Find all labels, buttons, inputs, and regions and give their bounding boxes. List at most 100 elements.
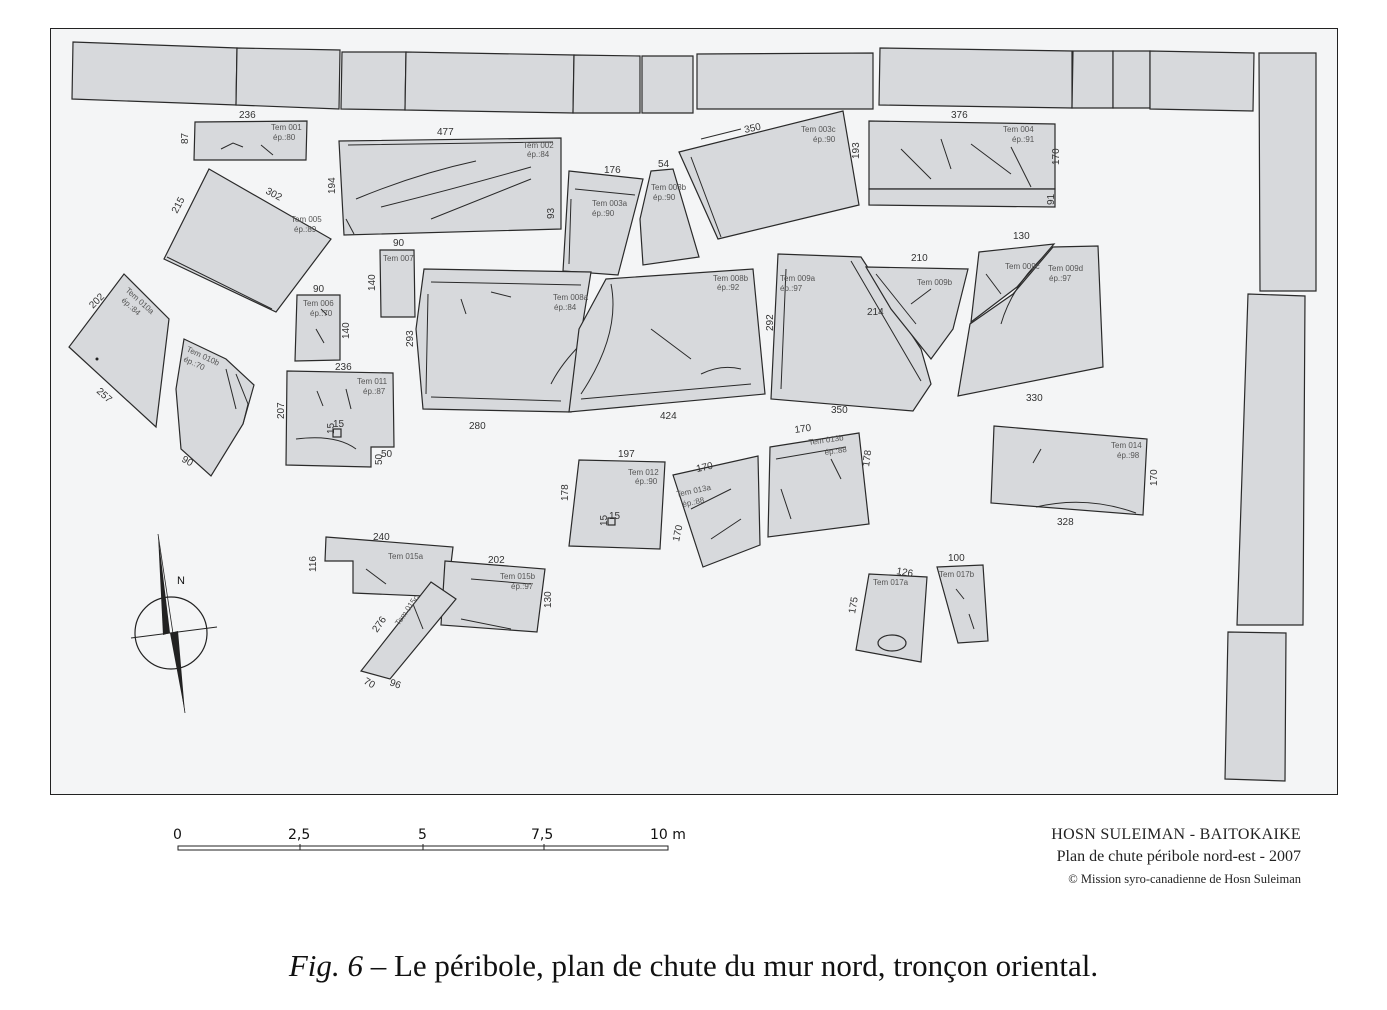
block-label: Tem 001 <box>271 123 302 132</box>
dimension: 276 <box>370 614 389 634</box>
fallen-blocks <box>68 110 1148 680</box>
dimension: 130 <box>543 591 554 608</box>
block-label: Tem 011 <box>357 377 388 386</box>
block-label: Tem 002 <box>523 141 554 150</box>
figure-number: 6 <box>347 948 363 983</box>
dimension: 50 <box>381 449 393 460</box>
north-arrow: N <box>130 533 218 714</box>
dimension: 197 <box>618 449 635 460</box>
dimension: 178 <box>560 484 571 501</box>
block-label: Tem 006 <box>303 299 334 308</box>
north-wall-course <box>71 41 1255 114</box>
east-wall-course <box>1224 52 1317 782</box>
dimension: 170 <box>1051 148 1062 165</box>
scale-bar: 0 2,5 5 7,5 10 m <box>173 827 686 851</box>
dimension: 90 <box>180 454 196 469</box>
block-label: Tem 008b <box>713 274 749 283</box>
scale-tick-label: 0 <box>173 827 182 843</box>
block-label: Tem 003c <box>801 125 836 134</box>
dimension: 280 <box>469 421 486 432</box>
figure-caption: Fig. 6 – Le péribole, plan de chute du m… <box>288 948 1099 983</box>
block-thickness: ép.:84 <box>527 150 550 159</box>
block-label: Tem 009a <box>780 274 816 283</box>
block-label: Tem 015b <box>500 572 536 581</box>
dimension: 293 <box>405 330 416 347</box>
dimension: 176 <box>604 165 621 176</box>
block-label: Tem 008a <box>553 293 589 302</box>
scale-tick-label: 7,5 <box>531 827 553 843</box>
plan-title: Plan de chute péribole nord-est - 2007 <box>1056 848 1301 865</box>
dimension: 376 <box>951 110 968 121</box>
block-thickness: ép.:98 <box>1117 451 1140 460</box>
block-thickness: ép.:88 <box>824 445 848 457</box>
dimension: 292 <box>765 314 776 331</box>
block-label: Tem 017b <box>939 570 975 579</box>
dimension: 100 <box>948 553 965 564</box>
block-label: Tem 012 <box>628 468 659 477</box>
dimension: 236 <box>239 110 256 121</box>
block-label: Tem 003b <box>651 183 687 192</box>
fall-plan-drawing: Tem 001 ép.:80 Tem 002 ép.:84 Tem 003a é… <box>68 41 1317 782</box>
block-thickness: ép.:80 <box>273 133 296 142</box>
figure-abbrev: Fig <box>288 948 332 983</box>
dimension: 140 <box>341 322 352 339</box>
caption-text: – Le péribole, plan de chute du mur nord… <box>370 948 1099 983</box>
scale-tick-label: 5 <box>418 827 427 843</box>
dimension: 170 <box>794 423 812 436</box>
block-thickness: ép.:97 <box>780 284 803 293</box>
dimension: 90 <box>313 284 325 295</box>
dimension: 175 <box>847 596 861 615</box>
dimension: 302 <box>264 186 284 204</box>
dimension: 328 <box>1057 517 1074 528</box>
north-label: N <box>177 575 185 587</box>
block-label: Tem 005 <box>291 215 322 224</box>
dimension: 330 <box>1026 393 1043 404</box>
dimension: 170 <box>1149 469 1160 486</box>
site-name: HOSN SULEIMAN - BAITOKAIKE <box>1051 826 1301 843</box>
block-thickness: ép.:87 <box>363 387 386 396</box>
block-label: Tem 009c <box>1005 262 1040 271</box>
block-thickness: ép.:91 <box>1012 135 1035 144</box>
dimension: 207 <box>276 402 287 419</box>
dimension: 350 <box>743 122 762 136</box>
block-thickness: ép.:90 <box>813 135 836 144</box>
dimension: 50 <box>374 453 385 465</box>
dimension: 91 <box>1046 193 1057 205</box>
dimension: 54 <box>658 159 670 170</box>
scale-tick-label: 10 m <box>650 827 686 843</box>
plan-frame: Tem 001 ép.:80 Tem 002 ép.:84 Tem 003a é… <box>50 28 1338 795</box>
dimension: 15 <box>333 419 345 430</box>
block-thickness: ép.:90 <box>592 209 615 218</box>
dimension: 116 <box>308 556 319 572</box>
copyright-notice: © Mission syro-canadienne de Hosn Suleim… <box>1068 872 1301 886</box>
plan-credit: HOSN SULEIMAN - BAITOKAIKE Plan de chute… <box>1051 824 1301 890</box>
dimension: 87 <box>180 132 191 144</box>
block-thickness: ép.:90 <box>635 477 658 486</box>
dimension: 170 <box>695 461 714 475</box>
dimension: 236 <box>335 362 352 373</box>
block-label: Tem 014 <box>1111 441 1142 450</box>
block-thickness: ép.:97 <box>511 582 534 591</box>
block-label: Tem 009b <box>917 278 953 287</box>
block-thickness: ép.:84 <box>554 303 577 312</box>
dimension: 240 <box>373 532 390 543</box>
block-label: Tem 015a <box>388 552 424 561</box>
dimension: 193 <box>851 142 862 159</box>
dimension: 214 <box>867 307 884 318</box>
dimension: 140 <box>367 274 378 291</box>
block-thickness: ép.:90 <box>653 193 676 202</box>
dimension: 424 <box>660 411 677 422</box>
block-thickness: ép.:89 <box>294 225 317 234</box>
dimension: 194 <box>327 177 338 194</box>
dimension: 70 <box>362 676 378 691</box>
dimension: 215 <box>170 195 188 215</box>
dimension: 170 <box>671 524 685 543</box>
dimension: 90 <box>393 238 405 249</box>
dimension: 350 <box>831 405 848 416</box>
dimension: 477 <box>437 127 454 138</box>
block-label: Tem 003a <box>592 199 628 208</box>
block-label: Tem 009d <box>1048 264 1083 273</box>
dimension: 15 <box>599 514 610 526</box>
dimension: 126 <box>895 566 914 580</box>
dimension: 15 <box>609 511 621 522</box>
